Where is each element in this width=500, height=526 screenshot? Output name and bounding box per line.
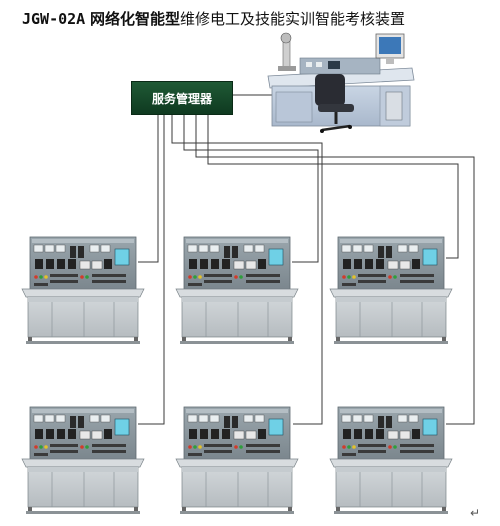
paragraph-mark: ↵ (470, 506, 481, 520)
training-bench-6 (329, 406, 453, 515)
title-bold-part: 网络化智能型 (90, 10, 181, 28)
network-cables (138, 94, 475, 425)
title-model-code: JGW-02A (22, 10, 86, 28)
diagram-title: JGW-02A 网络化智能型维修电工及技能实训智能考核装置 (22, 6, 492, 32)
title-rest: 维修电工及技能实训智能考核装置 (180, 10, 406, 28)
server-manager-label: 服务管理器 (151, 91, 212, 106)
training-bench-2 (175, 236, 299, 345)
training-bench-5 (175, 406, 299, 515)
training-bench-3 (329, 236, 453, 345)
training-bench-1 (21, 236, 145, 345)
server-workstation (267, 32, 415, 133)
training-bench-4 (21, 406, 145, 515)
server-manager-box: 服务管理器 (131, 81, 233, 115)
